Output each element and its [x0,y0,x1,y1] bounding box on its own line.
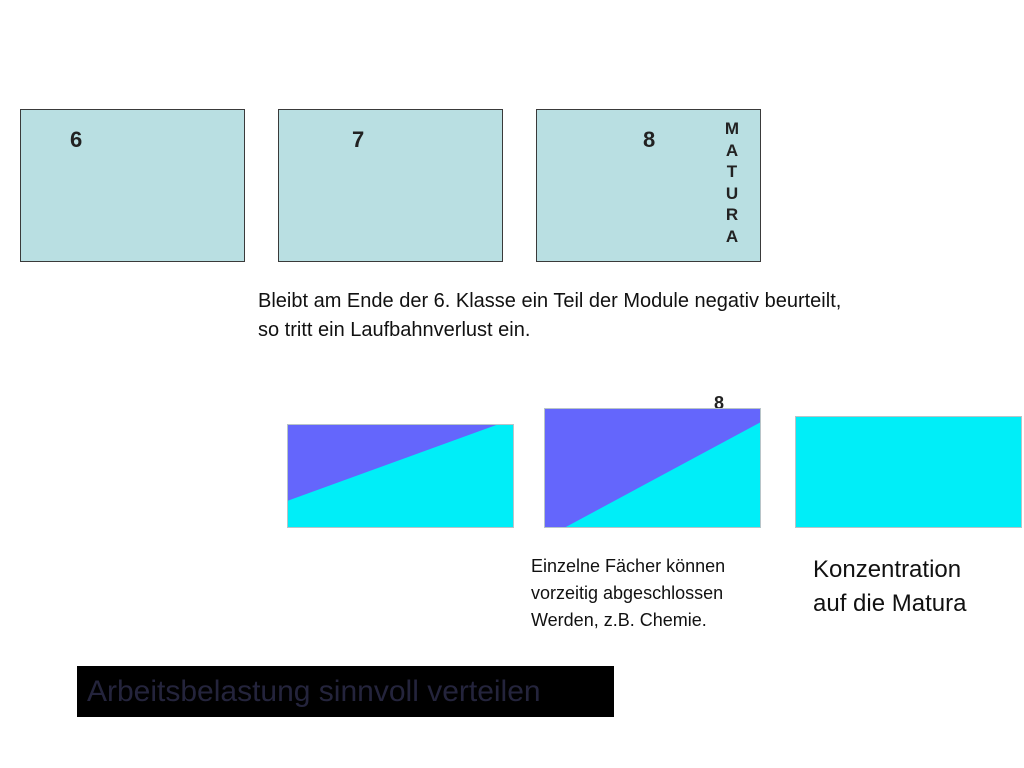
matura-letter: T [726,162,738,181]
matura-letter: U [725,183,739,203]
partial-year-label-8: 8 [714,393,725,413]
year-box-6 [20,109,245,262]
year-label-6: 6 [70,127,83,152]
matura-focus-line-2: auf die Matura [813,590,967,617]
workload-box-3 [795,416,1022,528]
workload-box-2-wedge [544,408,761,528]
matura-vertical-label: M A T U R A [722,118,742,247]
workload-box-1-wedge [287,424,499,501]
matura-focus-line-1: Konzentration [813,556,962,583]
year-box-7 [278,109,503,262]
workload-banner-text: Arbeitsbelastung sinnvoll verteilen [87,675,541,708]
matura-letter: M [724,119,740,138]
workload-box-1-border [287,424,514,528]
early-completion-note: Einzelne Fächer können vorzeitig abgesch… [531,553,791,634]
explanation-line-1: Bleibt am Ende der 6. Klasse ein Teil de… [258,290,842,312]
workload-box-1 [287,424,514,528]
workload-banner: Arbeitsbelastung sinnvoll verteilen [77,666,614,717]
workload-box-3-border [795,416,1022,528]
workload-box-2 [544,408,761,528]
early-completion-line-1: Einzelne Fächer können [531,556,726,576]
matura-letter: A [725,140,739,160]
workload-box-2-border [544,408,761,528]
year-label-7: 7 [352,127,365,152]
matura-letter: R [725,205,739,224]
early-completion-line-3: Werden, z.B. Chemie. [531,610,707,630]
early-completion-line-2: vorzeitig abgeschlossen [531,583,724,603]
workload-box-3-base [795,416,1022,528]
explanation-paragraph: Bleibt am Ende der 6. Klasse ein Teil de… [258,287,1018,345]
matura-focus-note: Konzentration auf die Matura [813,553,1018,621]
year-label-8: 8 [643,127,656,152]
matura-letter: A [725,226,739,246]
explanation-line-2: so tritt ein Laufbahnverlust ein. [258,319,531,341]
year-box-8 [536,109,761,262]
